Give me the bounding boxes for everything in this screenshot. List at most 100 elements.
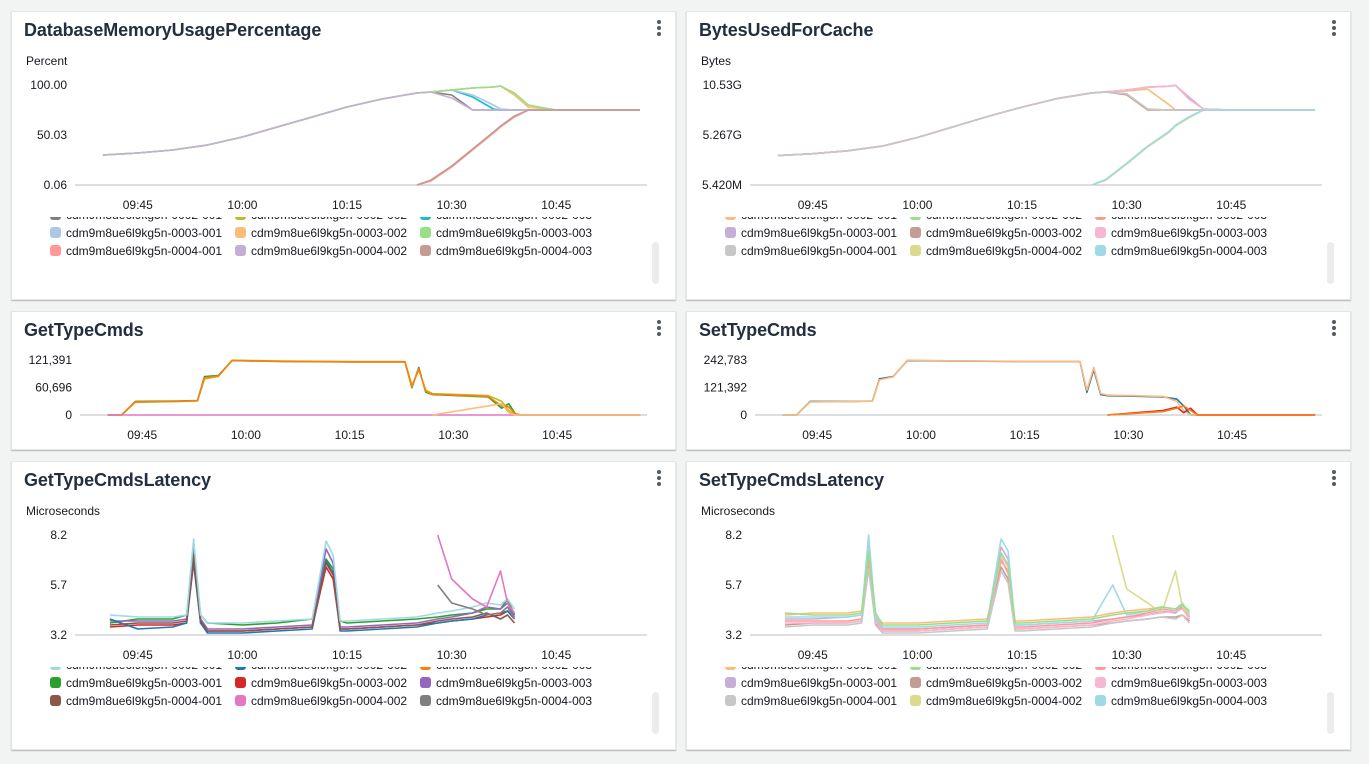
series-line[interactable] xyxy=(437,584,516,620)
legend-label: cdm9m8ue6l9kg5n-0004-003 xyxy=(1111,694,1268,708)
series-line[interactable] xyxy=(102,89,640,156)
series-line[interactable] xyxy=(416,109,640,186)
legend-scrollbar[interactable] xyxy=(1327,242,1334,284)
series-line[interactable] xyxy=(436,534,516,614)
x-tick-label: 10:00 xyxy=(902,648,932,662)
series-line[interactable] xyxy=(1111,534,1191,616)
legend-item[interactable]: cdm9m8ue6l9kg5n-0003-001 xyxy=(725,226,910,244)
series-line[interactable] xyxy=(784,550,1191,626)
series-line[interactable] xyxy=(102,85,640,156)
legend-scrollbar[interactable] xyxy=(1327,692,1334,734)
series-line[interactable] xyxy=(777,91,1315,157)
legend-label: cdm9m8ue6l9kg5n-0002-003 xyxy=(1111,217,1267,222)
legend-item[interactable]: cdm9m8ue6l9kg5n-0003-002 xyxy=(910,226,1095,244)
legend-item[interactable]: cdm9m8ue6l9kg5n-0004-001 xyxy=(725,694,910,712)
legend-item[interactable]: cdm9m8ue6l9kg5n-0002-001 xyxy=(50,667,235,676)
legend-item[interactable]: cdm9m8ue6l9kg5n-0004-001 xyxy=(50,244,235,262)
series-line[interactable] xyxy=(777,84,1315,157)
series-line[interactable] xyxy=(109,538,516,624)
legend-item[interactable]: cdm9m8ue6l9kg5n-0002-001 xyxy=(725,667,910,676)
legend-label: cdm9m8ue6l9kg5n-0002-001 xyxy=(741,667,897,672)
legend-label: cdm9m8ue6l9kg5n-0003-001 xyxy=(741,226,898,240)
legend-item[interactable]: cdm9m8ue6l9kg5n-0003-002 xyxy=(235,676,420,694)
legend-item[interactable]: cdm9m8ue6l9kg5n-0003-003 xyxy=(420,226,605,244)
legend-item[interactable]: cdm9m8ue6l9kg5n-0002-003 xyxy=(1095,217,1280,226)
series-line[interactable] xyxy=(107,359,641,416)
legend-swatch xyxy=(50,695,61,706)
x-tick-label: 10:00 xyxy=(906,428,936,442)
legend-scrollbar[interactable] xyxy=(652,242,659,284)
series-line[interactable] xyxy=(107,359,641,416)
widget-database-memory-usage: DatabaseMemoryUsagePercentage Percent 10… xyxy=(11,11,676,300)
legend-item[interactable]: cdm9m8ue6l9kg5n-0002-002 xyxy=(235,667,420,676)
widget-menu-icon[interactable] xyxy=(655,470,663,486)
series-line[interactable] xyxy=(1091,109,1315,186)
legend-swatch xyxy=(50,245,61,256)
legend-item[interactable]: cdm9m8ue6l9kg5n-0004-003 xyxy=(420,694,605,712)
legend-label: cdm9m8ue6l9kg5n-0003-003 xyxy=(436,676,593,690)
series-line[interactable] xyxy=(102,85,640,156)
legend-item[interactable]: cdm9m8ue6l9kg5n-0004-001 xyxy=(725,244,910,262)
legend-item[interactable]: cdm9m8ue6l9kg5n-0004-002 xyxy=(235,694,420,712)
series-line[interactable] xyxy=(109,554,516,632)
legend-label: cdm9m8ue6l9kg5n-0004-001 xyxy=(66,244,223,258)
series-line[interactable] xyxy=(782,359,1316,416)
series-line[interactable] xyxy=(102,89,640,156)
legend-item[interactable]: cdm9m8ue6l9kg5n-0004-003 xyxy=(1095,244,1280,262)
legend-swatch xyxy=(725,667,736,670)
legend-item[interactable]: cdm9m8ue6l9kg5n-0004-003 xyxy=(1095,694,1280,712)
series-line[interactable] xyxy=(777,84,1315,157)
legend-item[interactable]: cdm9m8ue6l9kg5n-0003-003 xyxy=(420,676,605,694)
legend-item[interactable]: cdm9m8ue6l9kg5n-0004-002 xyxy=(910,244,1095,262)
series-line[interactable] xyxy=(102,91,640,156)
widget-title: GetTypeCmdsLatency xyxy=(24,470,211,490)
x-tick-label: 10:15 xyxy=(335,428,365,442)
series-line[interactable] xyxy=(102,85,640,156)
legend-item[interactable]: cdm9m8ue6l9kg5n-0002-001 xyxy=(725,217,910,226)
y-tick-label: 5.420M xyxy=(702,178,742,192)
legend-item[interactable]: cdm9m8ue6l9kg5n-0003-003 xyxy=(1095,226,1280,244)
legend-swatch xyxy=(910,227,921,238)
y-axis-unit-label: Microseconds xyxy=(26,504,101,518)
series-line[interactable] xyxy=(1107,405,1316,416)
legend-label: cdm9m8ue6l9kg5n-0004-001 xyxy=(741,244,898,258)
legend-item[interactable]: cdm9m8ue6l9kg5n-0004-003 xyxy=(420,244,605,262)
y-tick-label: 3.2 xyxy=(50,628,67,642)
y-tick-label: 121,392 xyxy=(704,381,748,395)
legend-item[interactable]: cdm9m8ue6l9kg5n-0004-002 xyxy=(235,244,420,262)
legend-item[interactable]: cdm9m8ue6l9kg5n-0002-003 xyxy=(420,217,605,226)
legend-label: cdm9m8ue6l9kg5n-0002-003 xyxy=(436,217,592,222)
legend-scrollbar[interactable] xyxy=(652,692,659,734)
widget-menu-icon[interactable] xyxy=(655,20,663,36)
series-line[interactable] xyxy=(109,548,516,626)
legend-item[interactable]: cdm9m8ue6l9kg5n-0002-002 xyxy=(235,217,420,226)
legend-item[interactable]: cdm9m8ue6l9kg5n-0003-001 xyxy=(50,226,235,244)
legend-item[interactable]: cdm9m8ue6l9kg5n-0003-003 xyxy=(1095,676,1280,694)
legend-item[interactable]: cdm9m8ue6l9kg5n-0003-002 xyxy=(910,676,1095,694)
widget-menu-icon[interactable] xyxy=(655,320,663,336)
legend-item[interactable]: cdm9m8ue6l9kg5n-0004-001 xyxy=(50,694,235,712)
legend-item[interactable]: cdm9m8ue6l9kg5n-0003-001 xyxy=(50,676,235,694)
widget-menu-icon[interactable] xyxy=(1330,320,1338,336)
legend-item[interactable]: cdm9m8ue6l9kg5n-0002-001 xyxy=(50,217,235,226)
series-line[interactable] xyxy=(416,109,640,186)
widget-menu-icon[interactable] xyxy=(1330,470,1338,486)
legend-item[interactable]: cdm9m8ue6l9kg5n-0003-001 xyxy=(725,676,910,694)
series-line[interactable] xyxy=(1091,109,1315,186)
legend-item[interactable]: cdm9m8ue6l9kg5n-0002-003 xyxy=(420,667,605,676)
series-line[interactable] xyxy=(777,88,1315,157)
legend-item[interactable]: cdm9m8ue6l9kg5n-0004-002 xyxy=(910,694,1095,712)
legend-label: cdm9m8ue6l9kg5n-0003-002 xyxy=(926,676,1083,690)
legend-item[interactable]: cdm9m8ue6l9kg5n-0002-003 xyxy=(1095,667,1280,676)
widget-menu-icon[interactable] xyxy=(1330,20,1338,36)
series-line[interactable] xyxy=(432,402,641,416)
series-line[interactable] xyxy=(784,568,1191,634)
legend-item[interactable]: cdm9m8ue6l9kg5n-0003-002 xyxy=(235,226,420,244)
series-line[interactable] xyxy=(782,359,1316,416)
legend-item[interactable]: cdm9m8ue6l9kg5n-0002-002 xyxy=(910,217,1095,226)
series-line[interactable] xyxy=(107,359,641,416)
legend-label: cdm9m8ue6l9kg5n-0004-001 xyxy=(741,694,898,708)
series-line[interactable] xyxy=(777,84,1315,157)
legend-item[interactable]: cdm9m8ue6l9kg5n-0002-002 xyxy=(910,667,1095,676)
